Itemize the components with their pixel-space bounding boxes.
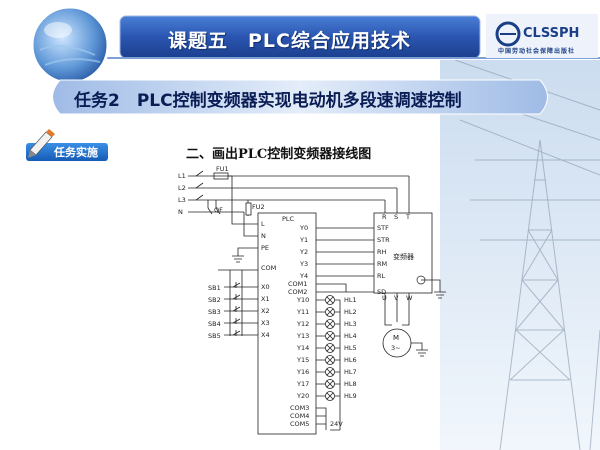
plc-input-x2: X2 [261,307,270,315]
plc-input-x0: X0 [261,283,270,291]
inverter-output-v: V [394,294,399,302]
qf-label: QF [214,206,223,214]
inverter-label: 变频器 [393,253,414,261]
lamp-hl1: HL1 [344,296,357,304]
line-label-l3: L3 [178,196,186,204]
plc-output-com2: COM2 [288,288,308,296]
plc-input-pe: PE [261,244,270,252]
lamp-hl6: HL6 [344,356,357,364]
lamp-hl8: HL8 [344,380,357,388]
inverter-terminal-str: STR [377,236,390,244]
lamp-hl2: HL2 [344,308,357,316]
fuse1-label: FU1 [216,165,229,173]
pencil-icon [28,129,55,158]
switch-sb3: SB3 [208,308,221,316]
line-label-l2: L2 [178,184,186,192]
plc-output-y0: Y0 [300,224,309,232]
plc-output-com1: COM1 [288,280,308,288]
lamp-hl5: HL5 [344,344,357,352]
plc-output-y13: Y13 [297,332,310,340]
plc-output-y17: Y17 [297,380,310,388]
plc-output-y14: Y14 [297,344,310,352]
plc-output-y15: Y15 [297,356,310,364]
indicator-lamp-icon [325,367,335,377]
plc-output-y2: Y2 [300,248,309,256]
plc-output-y10: Y10 [297,296,310,304]
plc-output-y11: Y11 [297,308,310,316]
switch-contact [232,282,241,288]
lamp-hl9: HL9 [344,392,357,400]
plc-input-x3: X3 [261,319,270,327]
inverter-terminal-rm: RM [377,260,388,268]
inverter-input-t: T [406,213,410,221]
plc-output-y4: Y4 [300,272,309,280]
switch-sb2: SB2 [208,296,221,304]
plc-output-com4: COM4 [290,412,310,420]
plc-input-n: N [261,232,266,240]
inverter-output-u: U [382,294,387,302]
motor-phase-label: 3~ [391,344,401,352]
indicator-lamp-icon [325,355,335,365]
supply-24v-label: 24V [330,420,343,428]
switch-contact [232,294,241,300]
plc-label: PLC [282,215,295,223]
inverter-terminal-stf: STF [377,224,389,232]
switch-sb1: SB1 [208,284,221,292]
inverter-input-s: S [394,213,399,221]
logo-subtitle: 中国劳动社会保障出版社 [498,48,576,55]
plc-input-x4: X4 [261,331,270,339]
indicator-lamp-icon [325,343,335,353]
section-heading: 二、画出PLC控制变频器接线图 [186,147,372,162]
inverter-output-w: W [406,294,413,302]
plc-input-l: L [261,220,265,228]
inverter-terminal-rl: RL [377,272,386,280]
task-badge: 任务实施 [54,146,98,159]
plc-input-com: COM [261,264,277,272]
plc-output-y16: Y16 [297,368,310,376]
course-title: 课题五 PLC综合应用技术 [168,30,411,52]
plc-output-y1: Y1 [300,236,309,244]
indicator-lamp-icon [325,391,335,401]
lamp-hl3: HL3 [344,320,357,328]
plc-input-x1: X1 [261,295,270,303]
lamp-hl7: HL7 [344,368,357,376]
line-label-l1: L1 [178,172,186,180]
switch-contact [232,318,241,324]
plc-output-y20: Y20 [297,392,310,400]
indicator-lamp-icon [325,307,335,317]
plc-output-com3: COM3 [290,404,310,412]
fuse2-label: FU2 [252,203,265,211]
switch-contact [232,330,241,336]
line-label-n: N [178,208,183,216]
plc-output-y3: Y3 [300,260,309,268]
switch-sb4: SB4 [208,320,221,328]
indicator-lamp-icon [325,379,335,389]
indicator-lamp-icon [325,295,335,305]
plc-output-com5: COM5 [290,420,310,428]
inverter-terminal-sd: SD [377,288,387,296]
switch-sb5: SB5 [208,332,221,340]
lamp-hl4: HL4 [344,332,357,340]
indicator-lamp-icon [325,319,335,329]
motor-label: M [393,334,400,342]
indicator-lamp-icon [325,331,335,341]
task-title: 任务2 PLC控制变频器实现电动机多段速调速控制 [74,91,462,111]
switch-contact [232,306,241,312]
inverter-input-r: R [382,213,387,221]
inverter-terminal-rh: RH [377,248,387,256]
logo-name: CLSSPH [523,26,580,41]
plc-output-y12: Y12 [297,320,310,328]
